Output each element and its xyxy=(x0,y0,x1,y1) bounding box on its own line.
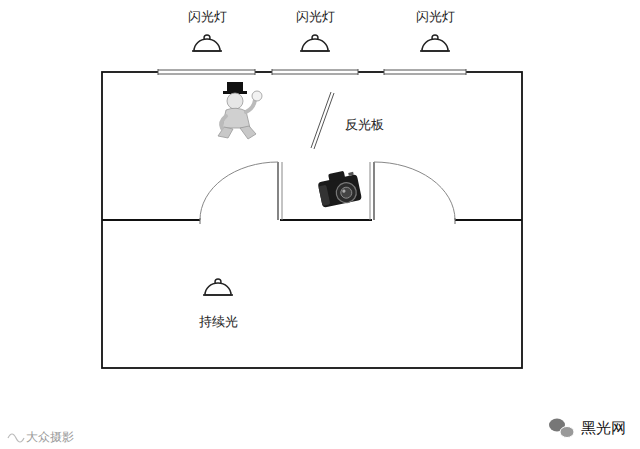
reflector-label: 反光板 xyxy=(345,117,384,133)
middle-wall xyxy=(102,219,522,221)
person-figure xyxy=(218,82,262,139)
door xyxy=(200,162,455,224)
watermark: 大众摄影 xyxy=(26,430,74,444)
wechat-icon xyxy=(549,419,574,438)
window xyxy=(158,69,466,75)
flash-lamp xyxy=(300,35,330,51)
flash-lamp xyxy=(192,35,222,51)
lamp-label: 闪光灯 xyxy=(188,9,227,25)
lamp-label: 闪光灯 xyxy=(296,9,335,25)
reflector xyxy=(311,92,334,149)
continuous-lamp xyxy=(203,279,233,295)
lamp-label: 持续光 xyxy=(199,314,238,330)
room-wall xyxy=(102,72,522,368)
lamp-label: 闪光灯 xyxy=(416,9,455,25)
camera xyxy=(316,168,362,208)
watermark: 黑光网 xyxy=(581,419,626,437)
flash-lamp xyxy=(420,35,450,51)
watermark-icon xyxy=(8,434,24,442)
